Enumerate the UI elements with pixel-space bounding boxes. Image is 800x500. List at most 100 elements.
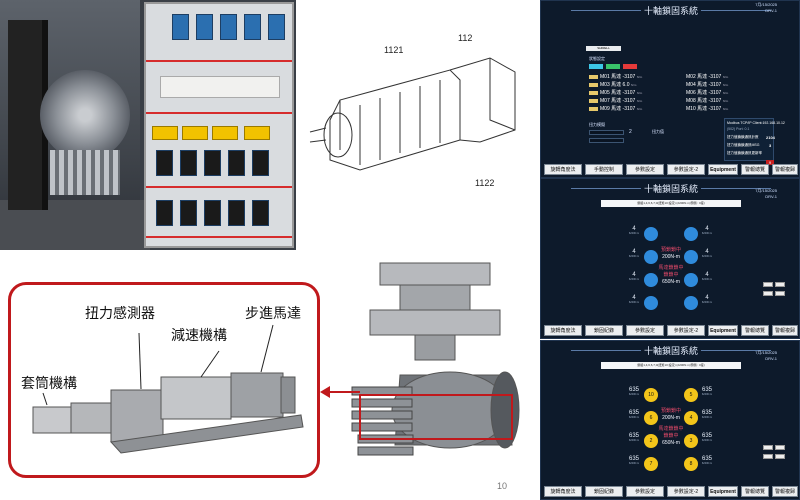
axis-value: 635 — [628, 433, 639, 439]
toolbar-lock-record-button[interactable]: 鎖固紀錄 — [585, 325, 623, 336]
side-toggle-button[interactable] — [775, 291, 785, 296]
motor-row: M02 馬達 -3107 N/m — [686, 74, 729, 80]
hmi1-time: 7月/15/2025 — [755, 2, 777, 7]
hmi1-drive-label: DRV-1 — [765, 8, 777, 13]
toolbar-params-button[interactable]: 參數設定 — [626, 325, 664, 336]
multi-spindle-render — [330, 262, 520, 456]
motor-row: M06 馬達 -3107 N/m — [686, 90, 729, 96]
axis-circle[interactable] — [684, 250, 698, 264]
side-toggle-button[interactable] — [775, 454, 785, 459]
toolbar-alarm-reset-button[interactable]: 警報複歸 — [772, 164, 798, 175]
toolbar-lock-record-button[interactable]: 鎖固紀錄 — [585, 486, 623, 497]
axis-value: 635 — [701, 433, 712, 439]
axis-sub: 6200N.m — [628, 301, 640, 304]
motor-row: M07 馬達 -3107 N/m — [589, 97, 642, 104]
axis-circle[interactable]: 8 — [684, 457, 698, 471]
toolbar-rotation-angle-button[interactable]: 旋轉角度法 — [544, 486, 582, 497]
patent-label-1122: 1122 — [475, 178, 495, 188]
axis-circle[interactable]: 5 — [684, 388, 698, 402]
toolbar-alarm-overview-button[interactable]: 警報總覽 — [741, 164, 769, 175]
machine-cabinet-photo — [0, 0, 296, 250]
toolbar-equipment-button[interactable]: Equipment — [708, 325, 738, 336]
toolbar-alarm-reset-button[interactable]: 警報複歸 — [772, 325, 798, 336]
modbus-row-label: 扭力值鎖鎖通訊計數 — [727, 135, 759, 139]
axis-value: 4 — [632, 226, 636, 232]
side-toggle-button[interactable] — [763, 291, 773, 296]
axis-circle[interactable] — [644, 296, 658, 310]
hmi1-status-button-1[interactable] — [589, 64, 603, 69]
axis-circle[interactable]: 6 — [644, 411, 658, 425]
axis-circle[interactable] — [644, 227, 658, 241]
toolbar-alarm-overview-button[interactable]: 警報總覽 — [741, 486, 769, 497]
toolbar-params2-button[interactable]: 參數設定-2 — [667, 325, 705, 336]
axis-circle[interactable] — [684, 296, 698, 310]
axis-sub: 6200N.m — [701, 416, 713, 419]
toolbar-params-button[interactable]: 參數設定 — [626, 486, 664, 497]
axis-sub: 6200N.m — [628, 232, 640, 235]
side-toggle-button[interactable] — [763, 445, 773, 450]
final-tighten-sub: 鎖鎖中 — [663, 272, 679, 278]
pre-tighten-value: 200N-m — [662, 415, 680, 421]
axis-circle[interactable]: 2 — [644, 434, 658, 448]
toolbar-rotation-angle-button[interactable]: 旋轉角度法 — [544, 164, 582, 175]
side-toggle-button[interactable] — [763, 454, 773, 459]
modbus-row-label: 扭力值鎖鎖通訊MSG — [727, 143, 760, 147]
axis-value: 635 — [701, 387, 712, 393]
axis-circle[interactable] — [644, 250, 658, 264]
axis-circle[interactable]: 10 — [644, 388, 658, 402]
toolbar-manual-control-button[interactable]: 手動控制 — [585, 164, 623, 175]
motor-row: M05 馬達 -3107 N/m — [589, 89, 642, 96]
axis-circle[interactable] — [644, 273, 658, 287]
axis-value: 4 — [632, 295, 636, 301]
gearbox-assembly-render — [330, 255, 536, 485]
toolbar-params2-button[interactable]: 參數設定-2 — [667, 486, 705, 497]
hmi3-banner: 鎖組1,4,6,6,7,0(扭矩10:設定) (2200N.m)預鎖 : 0度) — [601, 362, 741, 369]
axis-circle[interactable]: 4 — [684, 411, 698, 425]
side-toggle-button[interactable] — [775, 445, 785, 450]
axis-sub: 6200N.m — [628, 255, 640, 258]
side-toggle-button[interactable] — [775, 282, 785, 287]
label-sleeve: 套筒機構 — [21, 376, 77, 392]
torque-sensor-callout: 扭力感測器 步進馬達 減速機構 套筒機構 — [8, 282, 320, 478]
toolbar-equipment-button[interactable]: Equipment — [708, 486, 738, 497]
axis-sub: 6200N.m — [701, 462, 713, 465]
axis-circle[interactable]: 3 — [684, 434, 698, 448]
torque-input[interactable] — [589, 138, 624, 143]
toolbar-params-button[interactable]: 參數設定 — [626, 164, 664, 175]
hmi2-drive-label: DRV-1 — [765, 194, 777, 199]
patent-label-1121: 1121 — [384, 45, 404, 55]
toolbar-equipment-button[interactable]: Equipment — [708, 164, 738, 175]
hmi1-status-button-3[interactable] — [623, 64, 637, 69]
modbus-rate-value: 9 — [766, 160, 774, 165]
hmi1-top-button[interactable]: SHIRELL — [586, 46, 621, 51]
toolbar-alarm-reset-button[interactable]: 警報複歸 — [772, 486, 798, 497]
modbus-port: (502) Port: 0.1 — [727, 127, 750, 131]
label-reducer: 減速機構 — [171, 328, 227, 344]
count-value: 2 — [629, 129, 632, 135]
toolbar-params2-button[interactable]: 參數設定-2 — [667, 164, 705, 175]
axis-sub: 6200N.m — [701, 439, 713, 442]
hmi1-status-button-2[interactable] — [606, 64, 620, 69]
side-toggle-button[interactable] — [763, 282, 773, 287]
hmi3-title: 十軸鎖固系統 — [643, 346, 698, 356]
axis-sub: 6200N.m — [628, 278, 640, 281]
toolbar-rotation-angle-button[interactable]: 旋轉角度法 — [544, 325, 582, 336]
axis-sub: 6200N.m — [701, 301, 713, 304]
hmi3-drive-label: DRV-1 — [765, 356, 777, 361]
callout-arrow — [320, 386, 360, 398]
axis-circle[interactable]: 7 — [644, 457, 658, 471]
toolbar-alarm-overview-button[interactable]: 警報總覽 — [741, 325, 769, 336]
patent-drawing: 1121 112 1122 — [300, 0, 536, 250]
torque-assembly-sketch — [32, 324, 304, 454]
hmi1-section-label: 狀態設定 — [589, 56, 605, 61]
final-tighten-sub: 鎖鎖中 — [663, 433, 679, 439]
label-torque-sensor: 扭力感測器 — [85, 306, 155, 322]
torque-input[interactable] — [589, 130, 624, 135]
modbus-status-box: Modbus TCP/IP Client:192.168.10.12 (502)… — [724, 118, 785, 165]
patent-label-112: 112 — [458, 33, 473, 43]
axis-circle[interactable] — [684, 227, 698, 241]
axis-circle[interactable] — [684, 273, 698, 287]
torque-label: 扭力值 — [652, 129, 664, 134]
axis-value: 4 — [705, 272, 709, 278]
page-number: 10 — [497, 481, 508, 491]
